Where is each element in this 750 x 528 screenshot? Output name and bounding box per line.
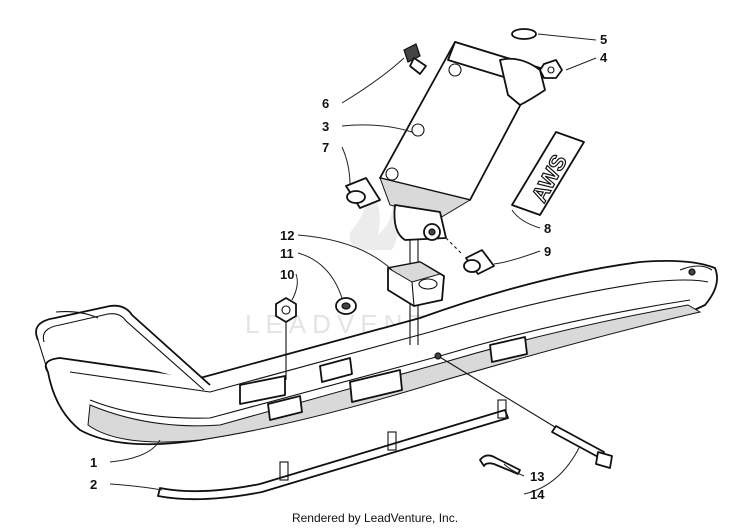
callout-10: 10	[280, 267, 294, 282]
nut-10[interactable]	[275, 297, 297, 380]
callout-12: 12	[280, 228, 294, 243]
ski-handle[interactable]	[35, 304, 211, 391]
bushing-9[interactable]	[445, 237, 495, 275]
cotter-pin-13[interactable]	[479, 454, 521, 475]
wear-bar[interactable]	[157, 399, 509, 501]
callouts: 1 2 3 4 5 6 7 8 9 10 11 12 13 14	[90, 32, 608, 502]
aws-decal[interactable]: AWS	[511, 131, 585, 216]
spindle[interactable]	[379, 41, 546, 345]
callout-11: 11	[280, 246, 294, 261]
grease-fitting[interactable]	[403, 43, 427, 75]
callout-2: 2	[90, 477, 97, 492]
callout-1: 1	[90, 455, 97, 470]
callout-7: 7	[322, 140, 329, 155]
callout-3: 3	[322, 119, 329, 134]
bushing-7[interactable]	[345, 177, 381, 209]
ski[interactable]	[44, 259, 718, 446]
leader-lines	[109, 33, 597, 495]
nut-11[interactable]	[335, 297, 357, 315]
callout-13: 13	[530, 469, 544, 484]
cap-5[interactable]	[511, 28, 537, 40]
bolt-14[interactable]	[434, 352, 613, 469]
callout-14: 14	[530, 487, 545, 502]
callout-9: 9	[544, 244, 551, 259]
callout-4: 4	[600, 50, 608, 65]
saddle-12[interactable]	[386, 261, 445, 307]
callout-8: 8	[544, 221, 551, 236]
callout-6: 6	[322, 96, 329, 111]
credit-text: Rendered by LeadVenture, Inc.	[292, 511, 458, 525]
callout-5: 5	[600, 32, 607, 47]
nut-4[interactable]	[539, 59, 563, 79]
